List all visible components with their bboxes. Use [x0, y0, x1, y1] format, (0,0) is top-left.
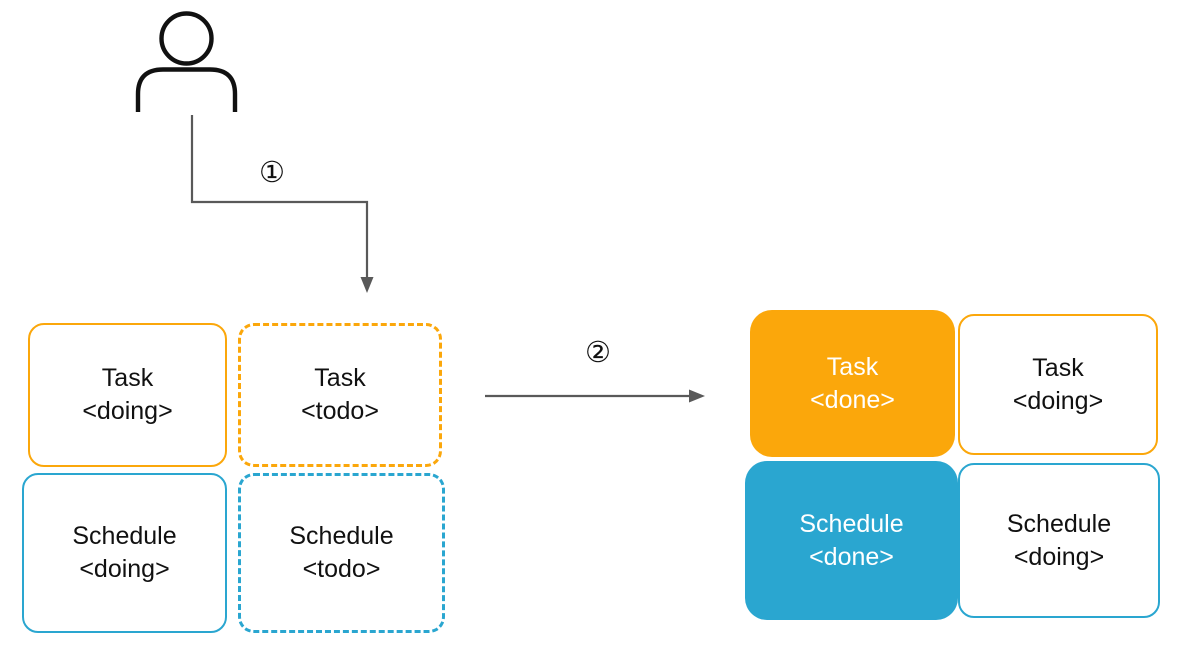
box-state: <todo> — [302, 555, 381, 583]
box-title: Task — [314, 364, 366, 392]
box-task-doing-right: Task <doing> — [958, 314, 1158, 455]
step-2-arrow — [485, 389, 705, 403]
person-icon — [135, 11, 238, 112]
box-title: Schedule — [1006, 509, 1112, 538]
box-state: <done> — [809, 542, 894, 571]
box-state: <doing> — [79, 555, 170, 583]
box-task-done: Task <done> — [750, 310, 955, 457]
box-state: <doing> — [1013, 542, 1105, 571]
box-state: <doing> — [1012, 386, 1104, 415]
box-title: Schedule — [799, 509, 904, 538]
box-title: Schedule — [289, 522, 394, 550]
box-task-todo: Task <todo> — [238, 323, 442, 467]
box-schedule-doing-right: Schedule <doing> — [958, 463, 1160, 618]
step-1-label: ① — [259, 157, 285, 189]
step-1-arrow — [190, 115, 374, 293]
box-title: Task — [1032, 353, 1084, 382]
box-schedule-done: Schedule <done> — [745, 461, 958, 620]
box-title: Task — [826, 352, 879, 381]
box-title: Task — [101, 364, 154, 392]
box-state: <todo> — [301, 397, 379, 425]
box-title: Schedule — [72, 522, 177, 550]
box-state: <doing> — [82, 397, 173, 425]
box-schedule-doing-left: Schedule <doing> — [22, 473, 227, 633]
box-state: <done> — [810, 385, 895, 414]
step-2-label: ② — [585, 337, 611, 369]
box-schedule-todo: Schedule <todo> — [238, 473, 445, 633]
box-task-doing-left: Task <doing> — [28, 323, 227, 467]
